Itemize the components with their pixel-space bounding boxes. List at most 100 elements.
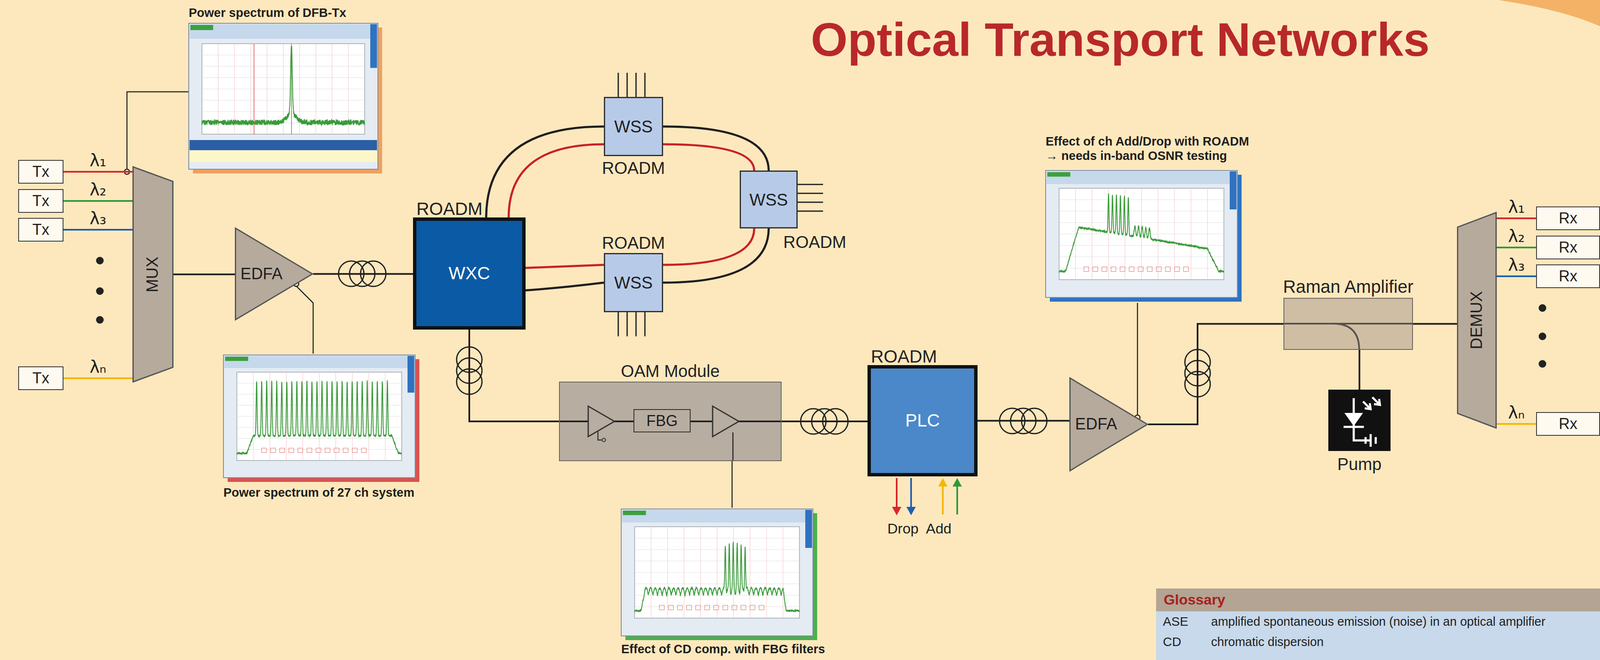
screen-frame: [223, 355, 416, 478]
screen-tab: [190, 24, 214, 31]
wavelength-label: λ₁: [1507, 197, 1526, 217]
control-pin: [597, 431, 603, 441]
pump-laser: Pump: [1328, 389, 1391, 452]
grid-line: [634, 583, 800, 585]
wavelength-label: λ₃: [1507, 255, 1526, 275]
fiber-link: [313, 273, 414, 275]
wavelength-label: λ₁: [88, 150, 108, 171]
grid-line: [236, 438, 403, 439]
icon-stroke: [1363, 401, 1371, 410]
oam-module: OAM ModuleFBG: [559, 381, 782, 462]
plot-area: [634, 526, 800, 619]
screen-tab: [1047, 172, 1071, 177]
text-holder: WSS: [605, 254, 662, 312]
plot-area: [201, 43, 365, 135]
photodiode-icon: [1328, 389, 1391, 452]
grid-line: [1059, 234, 1225, 235]
grid-line: [201, 66, 365, 67]
fiber-line: [1148, 324, 1284, 425]
node-label: ROADM: [783, 232, 847, 252]
port-line: [797, 210, 824, 213]
fiber-line: [486, 126, 604, 218]
channel-marker: [1174, 267, 1180, 272]
port-line: [635, 312, 637, 337]
fiber-line: [1496, 246, 1537, 249]
screen-header: [189, 24, 378, 39]
fiber-link: [977, 420, 1070, 422]
node-label: EDFA: [240, 264, 283, 284]
channel-marker: [1093, 267, 1099, 272]
fiber-ring-inner: [508, 144, 604, 218]
grid-line: [201, 111, 365, 112]
leader-line: [1137, 302, 1139, 416]
edfa-amplifier: EDFA: [1069, 377, 1149, 472]
spectrum-trace: [1059, 193, 1225, 273]
channel-marker: [316, 448, 322, 453]
node-label: Pump: [1337, 454, 1382, 474]
ellipsis-dots: [96, 256, 1547, 368]
drop-arrow: [895, 478, 898, 508]
multiplexer: MUX: [132, 166, 174, 383]
channel-marker: [352, 448, 358, 453]
channel-marker: [1101, 267, 1108, 272]
caption: Effect of CD comp. with FBG filters: [621, 642, 826, 657]
text-holder: Tx: [19, 367, 63, 390]
screen-header: [1046, 171, 1237, 185]
arrow-head: [892, 506, 902, 516]
fiber-line: [1496, 275, 1537, 278]
node-label: OAM Module: [620, 361, 720, 381]
channel-marker: [668, 605, 674, 611]
control-pin: [602, 438, 606, 442]
arrow-head: [952, 478, 962, 487]
node-label: Rx: [1558, 209, 1578, 227]
port-line: [626, 312, 628, 337]
channel-marker: [343, 448, 349, 453]
node-label: Tx: [32, 220, 50, 239]
text-holder: Rx: [1536, 413, 1600, 435]
amplifier-symbol: [588, 406, 615, 437]
caption: Effect of ch Add/Drop with ROADM: [1045, 134, 1250, 149]
caption: Power spectrum of 27 ch system: [223, 485, 415, 500]
channel-marker: [686, 605, 692, 611]
grid-line: [1059, 256, 1225, 258]
fiber-link: [63, 201, 133, 202]
node-label: WSS: [614, 272, 653, 293]
screen-sidebar: [370, 24, 378, 69]
node-label: PLC: [905, 410, 940, 431]
fiber-link: [663, 228, 769, 283]
channel-marker: [334, 448, 340, 453]
arrow-head: [906, 506, 916, 516]
wss-roadm: WSSROADM: [603, 253, 664, 313]
text-holder: FBG: [634, 410, 690, 432]
node-label: FBG: [646, 412, 678, 430]
node-label: ROADM: [416, 198, 483, 220]
screen-sidebar: [407, 355, 415, 393]
edfa-amplifier: EDFA: [234, 227, 314, 321]
text-holder: Rx: [1536, 265, 1600, 287]
text-holder: DEMUX: [1456, 212, 1497, 429]
leader-line: [732, 432, 734, 461]
plot-area: [236, 372, 403, 461]
channel-marker: [279, 448, 285, 453]
raman-amplifier: Raman Amplifier: [1283, 297, 1413, 350]
fiber-ring-inner: [525, 264, 604, 268]
receiver-box: Rx: [1536, 264, 1600, 288]
wavelength-label: λ₂: [88, 179, 108, 200]
caption: Power spectrum of DFB-Tx: [188, 5, 347, 20]
wavelength-label: λₙ: [1507, 402, 1526, 423]
channel-marker: [324, 448, 331, 453]
text-holder: EDFA: [1069, 377, 1149, 472]
grid-line: [1059, 245, 1225, 246]
wavelength-label: λₙ: [88, 357, 108, 377]
caption: → needs in-band OSNR testing: [1045, 148, 1228, 163]
transmitter-box: Tx: [18, 189, 64, 213]
fiber-link: [173, 274, 235, 275]
add-arrow: [956, 485, 959, 515]
node-label: Raman Amplifier: [1283, 276, 1414, 298]
port-line: [797, 201, 824, 204]
add-drop-arrows: [892, 478, 962, 516]
grid-line: [201, 55, 365, 56]
leader-line: [126, 91, 189, 170]
analyzer-screenshot: [223, 355, 420, 482]
wss-roadm: WSSROADM: [739, 170, 798, 229]
